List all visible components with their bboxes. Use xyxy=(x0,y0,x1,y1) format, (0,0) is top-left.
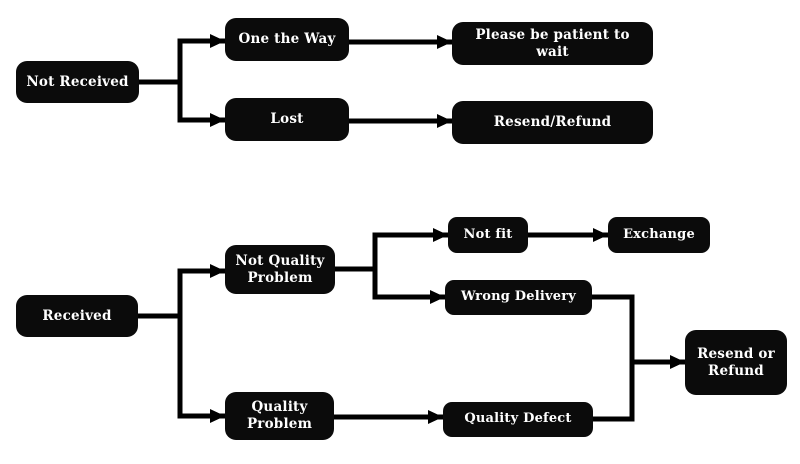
node-not-received: Not Received xyxy=(16,61,139,103)
edge-quality-defect-resend-or-refund xyxy=(593,360,635,422)
node-wrong-delivery-label: Wrong Delivery xyxy=(460,289,577,305)
node-exchange: Exchange xyxy=(608,217,710,253)
edge-not-received-lost xyxy=(139,79,225,127)
node-received-label: Received xyxy=(42,307,112,324)
node-lost-label: Lost xyxy=(270,111,304,128)
edge-wrong-delivery-resend-or-refund xyxy=(592,294,685,369)
edge-received-quality-problem xyxy=(138,313,225,423)
node-not-received-label: Not Received xyxy=(26,73,129,90)
node-please-wait: Please be patient to wait xyxy=(452,22,653,65)
node-received: Received xyxy=(16,295,138,337)
node-lost: Lost xyxy=(225,98,349,141)
node-exchange-label: Exchange xyxy=(623,226,695,242)
edge-not-received-one-the-way xyxy=(139,34,225,85)
node-quality-problem-label: Quality Problem xyxy=(246,399,313,432)
node-quality-defect: Quality Defect xyxy=(443,402,593,437)
node-not-fit: Not fit xyxy=(448,217,528,253)
node-resend-or-refund: Resend or Refund xyxy=(685,330,787,395)
node-not-quality-problem: Not Quality Problem xyxy=(225,245,335,294)
node-please-wait-label: Please be patient to wait xyxy=(475,26,630,60)
edge-received-not-quality-problem xyxy=(138,264,225,319)
node-quality-problem: Quality Problem xyxy=(225,392,334,440)
node-one-the-way-label: One the Way xyxy=(238,31,336,48)
edge-not-quality-problem-not-fit xyxy=(335,228,448,272)
node-not-fit-label: Not fit xyxy=(463,226,513,242)
node-resend-refund-label: Resend/Refund xyxy=(493,114,612,131)
node-wrong-delivery: Wrong Delivery xyxy=(445,280,592,315)
node-not-quality-problem-label: Not Quality Problem xyxy=(235,252,325,286)
edge-not-quality-problem-wrong-delivery xyxy=(335,266,445,304)
node-resend-refund: Resend/Refund xyxy=(452,101,653,144)
node-one-the-way: One the Way xyxy=(225,18,349,61)
node-resend-or-refund-label: Resend or Refund xyxy=(697,345,775,379)
node-quality-defect-label: Quality Defect xyxy=(464,411,572,427)
